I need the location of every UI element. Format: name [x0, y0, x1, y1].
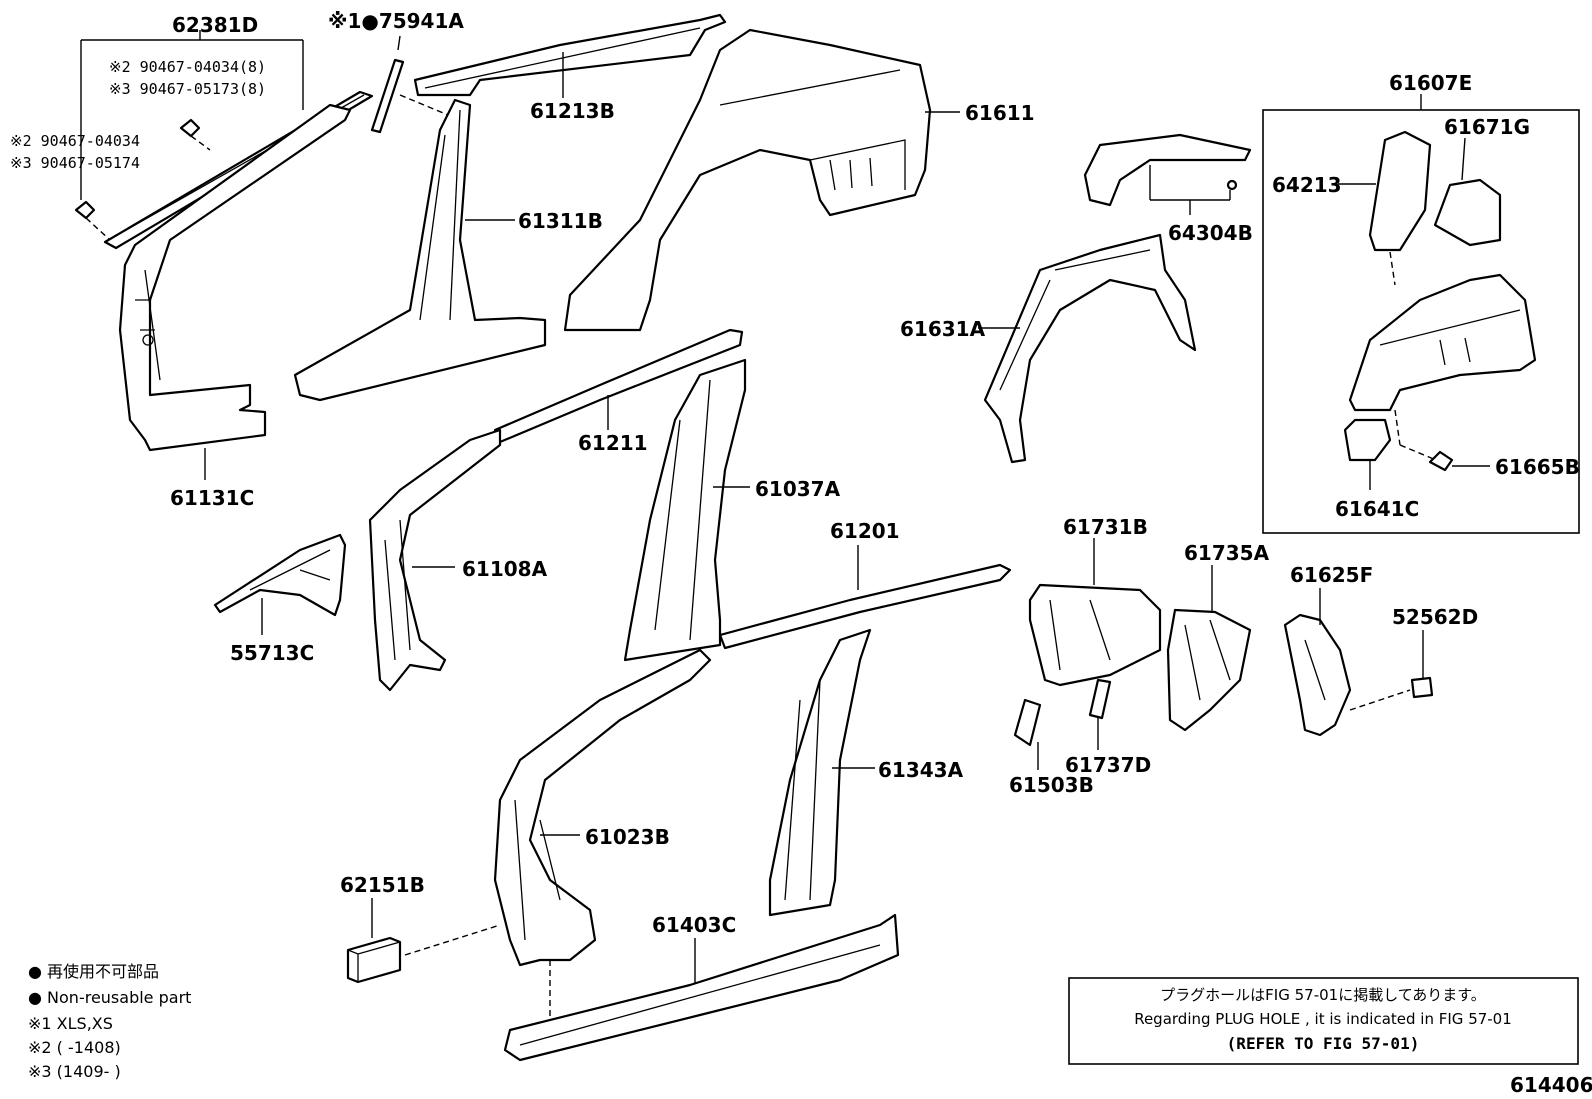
label-61735A: 61735A	[1184, 541, 1270, 565]
note-line-2: Regarding PLUG HOLE , it is indicated in…	[1134, 1010, 1512, 1028]
legend-en: ● Non-reusable part	[28, 988, 191, 1007]
diagram-id: 614406E	[1510, 1073, 1592, 1097]
bolt-label-2: ※3 90467-05173(8)	[109, 80, 266, 98]
label-52562D: 52562D	[1392, 605, 1478, 629]
legend-note-1: ※1 XLS,XS	[28, 1014, 113, 1033]
label-61625F: 61625F	[1290, 563, 1373, 587]
part-55713C-drawing	[213, 533, 347, 635]
part-61611-drawing	[563, 28, 960, 332]
part-61503B-drawing	[1013, 698, 1042, 770]
part-61213B-drawing	[413, 13, 727, 98]
part-61201-drawing	[718, 545, 1012, 650]
label-61211: 61211	[578, 431, 648, 455]
label-62151B: 62151B	[340, 873, 425, 897]
label-75941A-prefix: ※1●	[328, 9, 379, 33]
label-61213B: 61213B	[530, 99, 615, 123]
label-75941A-number: 75941A	[379, 9, 465, 33]
label-61503B: 61503B	[1009, 773, 1094, 797]
label-61731B: 61731B	[1063, 515, 1148, 539]
part-52562D-drawing	[1410, 630, 1434, 699]
part-64304B-drawing	[1083, 133, 1252, 215]
part-61131C-drawing	[118, 103, 352, 480]
legend-note-3: ※3 (1409- )	[28, 1062, 121, 1081]
bolt-label-4: ※3 90467-05174	[10, 154, 140, 172]
label-62381D: 62381D	[172, 13, 258, 37]
label-61641C: 61641C	[1335, 497, 1419, 521]
part-61311B-drawing	[293, 98, 547, 402]
part-61343A-drawing	[768, 628, 875, 917]
part-61211-drawing	[493, 328, 744, 444]
label-61131C: 61131C	[170, 486, 254, 510]
label-61108A: 61108A	[462, 557, 548, 581]
label-64304B: 64304B	[1168, 221, 1253, 245]
label-61737D: 61737D	[1065, 753, 1151, 777]
label-61665B: 61665B	[1495, 455, 1580, 479]
part-61023B-drawing	[493, 648, 712, 1020]
part-61737D-drawing	[1088, 678, 1112, 750]
label-61023B: 61023B	[585, 825, 670, 849]
part-62151B-drawing	[346, 898, 501, 984]
note-line-1: プラグホールはFIG 57-01に掲載してあります。	[1160, 986, 1486, 1004]
part-61108A-drawing	[368, 428, 502, 692]
label-61201: 61201	[830, 519, 900, 543]
label-61037A: 61037A	[755, 477, 841, 501]
label-75941A: ※1●75941A	[328, 9, 464, 33]
label-64213: 64213	[1272, 173, 1342, 197]
label-61403C: 61403C	[652, 913, 736, 937]
label-61311B: 61311B	[518, 209, 603, 233]
bolt-label-3: ※2 90467-04034	[10, 132, 140, 150]
label-61343A: 61343A	[878, 758, 964, 782]
part-61403C-drawing	[503, 913, 900, 1062]
part-61037A-drawing	[623, 358, 750, 662]
label-61611: 61611	[965, 101, 1035, 125]
label-55713C: 55713C	[230, 641, 314, 665]
part-61607E-box	[1262, 94, 1580, 534]
label-61631A: 61631A	[900, 317, 986, 341]
part-61631A-drawing	[978, 233, 1197, 464]
bolt-label-1: ※2 90467-04034(8)	[109, 58, 266, 76]
note-line-3: (REFER TO FIG 57-01)	[1227, 1034, 1420, 1053]
part-61625F-drawing	[1283, 588, 1411, 737]
legend-note-2: ※2 ( -1408)	[28, 1038, 121, 1057]
legend-jp: ● 再使用不可部品	[28, 962, 159, 981]
label-61671G: 61671G	[1444, 115, 1530, 139]
note-box	[1068, 977, 1579, 1065]
part-61735A-drawing	[1166, 565, 1252, 732]
part-61731B-drawing	[1028, 538, 1162, 687]
label-61607E: 61607E	[1389, 71, 1472, 95]
